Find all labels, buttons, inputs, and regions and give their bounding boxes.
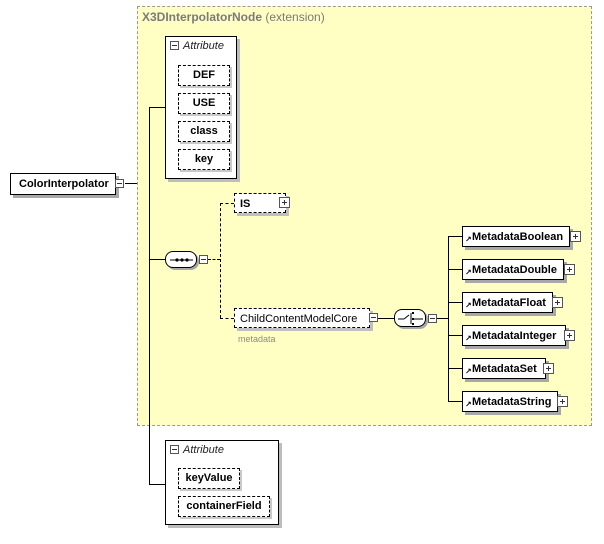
element-metadata-float-label: MetadataFloat — [472, 297, 546, 309]
connector-choice-5-over — [448, 368, 462, 369]
connector-seq-branch-over — [220, 203, 221, 318]
element-metadata-integer[interactable]: MetadataInteger ↗ — [462, 325, 566, 346]
element-metadata-set[interactable]: MetadataSet ↗ — [462, 358, 546, 379]
attribute-group-bottom-collapse-icon[interactable] — [170, 445, 179, 454]
root-element[interactable]: ColorInterpolator — [10, 173, 116, 195]
sequence-compositor[interactable] — [165, 251, 197, 268]
attribute-containerfield[interactable]: containerField — [178, 496, 270, 517]
choice-icon — [398, 312, 423, 325]
element-metadata-integer-label: MetadataInteger — [472, 330, 557, 342]
extension-suffix: (extension) — [265, 10, 325, 24]
attribute-keyvalue[interactable]: keyValue — [178, 468, 240, 489]
sequence-collapse-icon[interactable] — [199, 255, 208, 264]
connector-choice-6-over — [448, 401, 462, 402]
connector-attr-top-over — [149, 107, 165, 108]
connector-is-over — [220, 203, 234, 204]
metadata-double-expand-icon[interactable] — [564, 264, 575, 275]
element-metadata-double[interactable]: MetadataDouble ↗ — [462, 259, 564, 280]
attribute-group-bottom-heading: Attribute — [183, 444, 224, 456]
root-element-label: ColorInterpolator — [19, 178, 109, 190]
element-metadata-boolean-label: MetadataBoolean — [472, 231, 564, 243]
attribute-group-top-collapse-icon[interactable] — [170, 41, 179, 50]
connector-seq-over — [149, 259, 165, 260]
reference-arrow-icon: ↗ — [465, 334, 472, 343]
metadata-float-expand-icon[interactable] — [552, 297, 563, 308]
element-metadata-string[interactable]: MetadataString ↗ — [462, 391, 558, 412]
is-expand-icon[interactable] — [279, 197, 290, 208]
attribute-group-top-heading: Attribute — [183, 40, 224, 52]
connector-group-choice-over — [378, 318, 394, 319]
metadata-set-expand-icon[interactable] — [543, 363, 554, 374]
reference-arrow-icon: ↗ — [465, 235, 472, 244]
group-ref-sublabel: metadata — [238, 334, 276, 344]
connector-choice-2-over — [448, 269, 462, 270]
connector-choice-1-over — [448, 236, 462, 237]
connector-attr-bottom — [149, 484, 165, 485]
reference-arrow-icon: ↗ — [465, 400, 472, 409]
connector-group-over — [220, 318, 234, 319]
attribute-use[interactable]: USE — [178, 93, 230, 114]
sequence-icon — [170, 258, 193, 262]
connector-choice-out-over — [436, 318, 448, 319]
connector-trunk-over — [149, 107, 150, 427]
group-ref[interactable]: ChildContentModelCore — [234, 308, 370, 328]
attribute-def[interactable]: DEF — [178, 65, 230, 86]
group-ref-collapse-icon[interactable] — [369, 313, 378, 322]
reference-arrow-icon: ↗ — [465, 367, 472, 376]
element-metadata-float[interactable]: MetadataFloat ↗ — [462, 292, 553, 313]
choice-compositor[interactable] — [394, 309, 426, 327]
element-metadata-boolean[interactable]: MetadataBoolean ↗ — [462, 226, 570, 247]
connector-choice-branch-over — [448, 236, 449, 402]
metadata-string-expand-icon[interactable] — [557, 396, 568, 407]
reference-arrow-icon: ↗ — [465, 268, 472, 277]
connector-choice-4-over — [448, 335, 462, 336]
attribute-class[interactable]: class — [178, 121, 230, 142]
extension-base: X3DInterpolatorNode — [142, 10, 263, 24]
reference-arrow-icon: ↗ — [465, 301, 472, 310]
group-ref-label: ChildContentModelCore — [240, 313, 358, 325]
choice-collapse-icon[interactable] — [428, 314, 437, 323]
element-metadata-string-label: MetadataString — [472, 396, 552, 408]
element-metadata-double-label: MetadataDouble — [472, 264, 557, 276]
metadata-boolean-expand-icon[interactable] — [570, 231, 581, 242]
attribute-key[interactable]: key — [178, 149, 230, 170]
is-element-label: IS — [240, 198, 251, 210]
metadata-integer-expand-icon[interactable] — [564, 330, 575, 341]
element-metadata-set-label: MetadataSet — [472, 363, 537, 375]
extension-title: X3DInterpolatorNode (extension) — [142, 10, 325, 24]
root-collapse-icon[interactable] — [115, 179, 124, 188]
connector-seq-out-over — [208, 259, 220, 260]
connector-choice-3-over — [448, 302, 462, 303]
